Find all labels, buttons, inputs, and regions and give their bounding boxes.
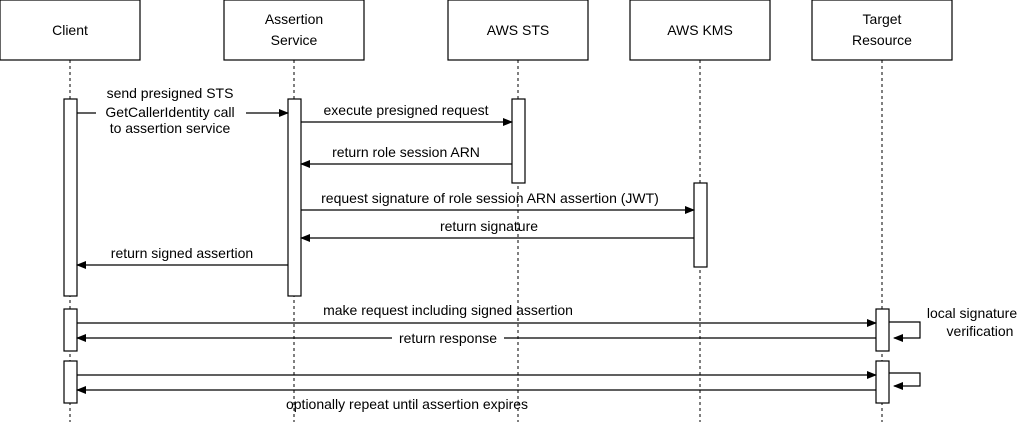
activation-client-2 (63, 308, 78, 352)
message-return-response-label: return response (399, 330, 497, 346)
activation-aws-sts (511, 98, 526, 184)
message-return-response-label-bg (392, 329, 504, 347)
actor-aws-sts: AWS STS (447, 0, 589, 61)
actor-aws-kms-label: AWS KMS (667, 22, 733, 38)
message-send-presigned-line2: GetCallerIdentity call (105, 104, 234, 120)
activation-aws-kms (693, 182, 708, 268)
actor-target-resource-label-line2: Resource (852, 32, 912, 48)
actor-aws-kms: AWS KMS (629, 0, 771, 61)
message-send-presigned-line3: to assertion service (110, 120, 231, 136)
message-make-request-label: make request including signed assertion (323, 302, 573, 318)
activation-client-1 (63, 98, 78, 297)
message-execute-label: execute presigned request (324, 102, 489, 118)
actor-assertion-service-label-line1: Assertion (265, 11, 323, 27)
actor-client: Client (0, 0, 141, 61)
message-return-arn-label: return role session ARN (332, 144, 480, 160)
activation-target-1 (875, 308, 890, 352)
message-send-presigned-label-bg (96, 82, 246, 138)
actor-target-resource: Target Resource (811, 0, 953, 61)
message-local-verification-arrow (889, 321, 921, 342)
message-local-verification-line1: local signature (927, 305, 1017, 321)
message-optional-repeat-label: optionally repeat until assertion expire… (286, 396, 528, 412)
actor-client-label: Client (52, 22, 88, 38)
message-return-signed-label: return signed assertion (111, 245, 253, 261)
activation-target-2 (875, 360, 890, 404)
actor-assertion-service-label-line2: Service (271, 32, 318, 48)
message-send-presigned-line1: send presigned STS (107, 85, 234, 101)
activation-assertion-service (287, 98, 302, 297)
actor-target-resource-label-line1: Target (863, 11, 902, 27)
actor-assertion-service: Assertion Service (223, 0, 365, 61)
message-local-verification-line2: verification (947, 323, 1014, 339)
actor-aws-sts-label: AWS STS (487, 22, 550, 38)
message-repeat-verification-arrow (889, 372, 921, 390)
activation-client-3 (63, 360, 78, 404)
message-return-signature-label: return signature (440, 218, 538, 234)
message-request-signature-label: request signature of role session ARN as… (321, 190, 659, 206)
